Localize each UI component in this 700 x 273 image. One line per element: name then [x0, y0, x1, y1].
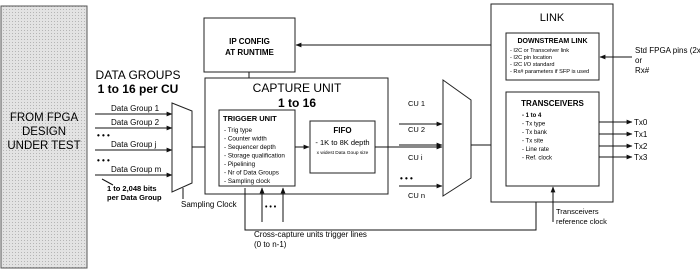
data-groups-title: DATA GROUPS	[96, 68, 181, 82]
pins-label-2: or	[635, 56, 642, 65]
sampling-clock-label: Sampling Clock	[181, 200, 238, 209]
downstream-item-4: - Rx# parameters if SFP is used	[510, 69, 589, 75]
cu-output-label-n: CU n	[408, 191, 425, 200]
input-mux	[171, 102, 193, 193]
trigger-item-6: - Nr of Data Groups	[224, 170, 279, 177]
source-line-2: DESIGN	[22, 126, 66, 138]
ip-config-line-2: AT RUNTIME	[225, 48, 274, 57]
transceiver-item-6: - Ref. clock	[522, 156, 553, 162]
trigger-unit-title: TRIGGER UNIT	[223, 114, 277, 123]
data-group-width-line-1: 1 to 2,048 bits	[107, 184, 157, 193]
capture-unit: CAPTURE UNIT 1 to 16 TRIGGER UNIT - Trig…	[204, 77, 389, 195]
transceiver-item-5: - Line rate	[522, 147, 550, 153]
tx-label-3: Tx3	[634, 153, 648, 162]
pins-label-1: Std FPGA pins (2x)	[635, 46, 700, 55]
ip-config-box	[203, 17, 296, 73]
transceiver-item-3: - Tx bank	[522, 130, 548, 136]
trigger-item-4: - Storage qualification	[224, 153, 285, 160]
trigger-lines-label-1: Cross-capture units trigger lines	[254, 230, 367, 239]
trigger-line-dots: • • •	[265, 204, 277, 211]
cu-output-label-2: CU 2	[408, 125, 425, 134]
source-block-fill	[0, 5, 88, 269]
trigger-item-1: - Trig type	[224, 127, 252, 134]
fifo-box	[309, 120, 376, 174]
link-title: LINK	[540, 12, 565, 24]
trigger-item-2: - Counter width	[224, 136, 267, 143]
feedback-bus-line	[244, 188, 537, 231]
trigger-unit-box	[218, 109, 296, 187]
transceiver-item-4: - Tx site	[522, 139, 544, 145]
trigger-item-3: - Sequencer depth	[224, 144, 276, 151]
data-group-label-2: Data Group 2	[111, 118, 160, 127]
tx-label-0: Tx0	[634, 118, 648, 127]
fifo-depth: - 1K to 8K depth	[315, 138, 369, 147]
source-line-3: UNDER TEST	[7, 140, 80, 152]
tx-label-2: Tx2	[634, 142, 648, 151]
cu-output-dots: • • •	[400, 174, 413, 183]
fifo-note: x widest Data Goup size	[317, 150, 369, 156]
transceivers-box	[505, 91, 600, 187]
downstream-item-2: - I2C pin location	[510, 55, 552, 61]
transceivers-title: TRANSCEIVERS	[521, 99, 584, 108]
trigger-item-5: - Pipelining	[224, 161, 256, 168]
ip-config-block: IP CONFIG AT RUNTIME	[203, 17, 296, 73]
data-group-width-pointer	[101, 178, 114, 186]
data-group-label-j: Data Group j	[111, 140, 157, 149]
ref-clock-label-1: Transceivers	[556, 207, 599, 216]
data-group-width-line-2: per Data Group	[107, 193, 162, 202]
tx-label-1: Tx1	[634, 130, 648, 139]
link-block: LINK DOWNSTREAM LINK - I2C or Transceive…	[490, 3, 614, 203]
capture-unit-subtitle: 1 to 16	[278, 96, 316, 110]
pins-label-3: Rx#	[635, 66, 650, 75]
ip-config-line-1: IP CONFIG	[229, 37, 270, 46]
downstream-link-box	[505, 32, 600, 81]
transceiver-item-2: - Tx type	[522, 122, 546, 128]
trigger-lines-label-2: (0 to n-1)	[254, 240, 287, 249]
data-group-dots-1: • • •	[97, 131, 110, 140]
downstream-item-3: - I2C I/O standard	[510, 62, 554, 68]
cu-output-label-1: CU 1	[408, 99, 425, 108]
cu-output-label-i: CU i	[408, 153, 423, 162]
ref-clock-label-2: reference clock	[556, 217, 607, 226]
data-group-lines: Data Group 1 Data Group 2 • • • Data Gro…	[95, 104, 173, 202]
data-group-label-m: Data Group m	[111, 165, 162, 174]
fifo-title: FIFO	[333, 126, 351, 135]
output-mux	[442, 79, 472, 197]
cross-trigger-lines: • • • Cross-capture units trigger lines …	[254, 187, 367, 249]
transceiver-item-1: - 1 to 4	[522, 113, 542, 119]
cu-outputs: CU 1 CU 2 CU i • • • CU n	[375, 99, 443, 200]
data-group-dots-2: • • •	[97, 156, 110, 165]
tx-outputs: Tx0 Tx1 Tx2 Tx3	[599, 118, 648, 162]
downstream-item-1: - I2C or Transceiver link	[510, 48, 569, 54]
downstream-link-title: DOWNSTREAM LINK	[518, 38, 588, 45]
trigger-item-7: - Sampling clock	[224, 178, 271, 185]
data-groups-subtitle: 1 to 16 per CU	[98, 82, 179, 96]
capture-unit-title: CAPTURE UNIT	[253, 81, 342, 95]
source-block: FROM FPGA DESIGN UNDER TEST	[0, 5, 88, 269]
source-line-1: FROM FPGA	[10, 112, 79, 124]
data-group-label-1: Data Group 1	[111, 104, 160, 113]
